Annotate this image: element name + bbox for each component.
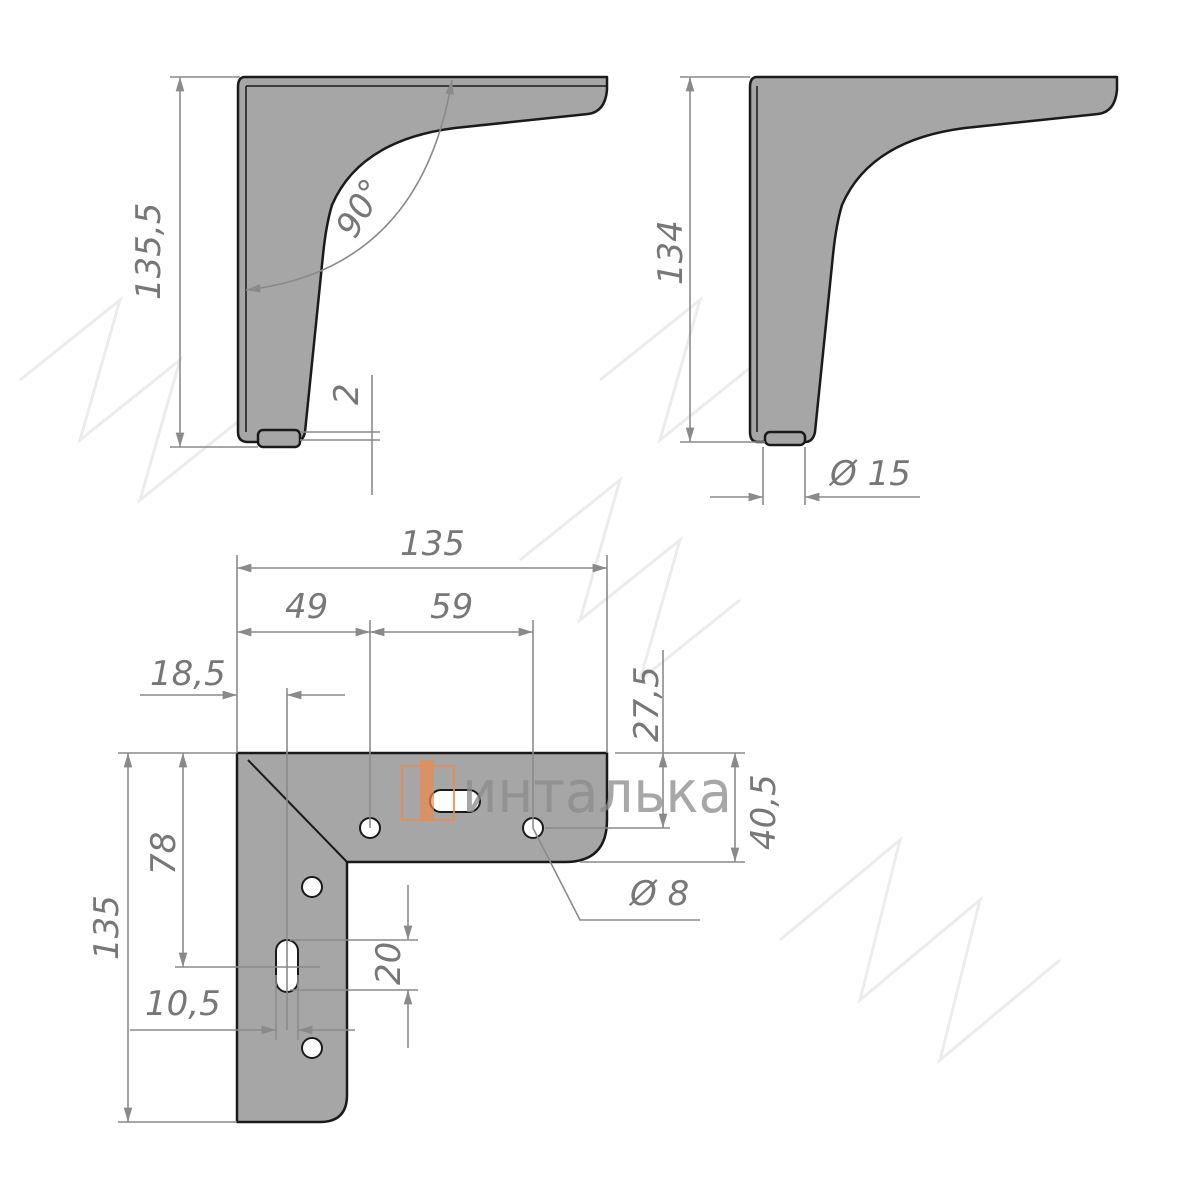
length-label: 135 bbox=[87, 895, 127, 960]
hole-diameter-label: Ø 8 bbox=[628, 874, 689, 914]
slot-length-label: 20 bbox=[369, 942, 409, 985]
mounting-hole bbox=[301, 1037, 323, 1059]
mounting-hole bbox=[301, 876, 323, 898]
foot-height-label: 2 bbox=[327, 383, 367, 405]
side-view: 135,5 90° 2 bbox=[129, 75, 609, 495]
plate-width-label: 40,5 bbox=[744, 774, 784, 850]
height-label: 135,5 bbox=[129, 203, 169, 300]
slot-x-label: 10,5 bbox=[145, 984, 221, 1024]
foot-pad bbox=[763, 430, 807, 447]
foot-diameter-label: Ø 15 bbox=[828, 454, 911, 494]
watermark bbox=[19, 295, 1061, 1065]
front-view: 134 Ø 15 bbox=[651, 75, 1119, 505]
top-view: 135 49 59 18,5 27,5 40,5 135 78 20 bbox=[87, 524, 784, 1124]
width-label: 135 bbox=[400, 524, 465, 564]
brand-logo: инталька bbox=[401, 758, 732, 826]
leg-side-profile bbox=[236, 75, 609, 444]
hole-offset-label: 49 bbox=[285, 587, 328, 627]
foot-pad bbox=[256, 428, 302, 449]
logo-text: инталька bbox=[462, 758, 732, 826]
height-label: 134 bbox=[651, 220, 691, 285]
hole-spacing-label: 59 bbox=[430, 587, 473, 627]
left-hole-offset-label: 18,5 bbox=[150, 654, 226, 694]
leg-front-profile bbox=[748, 75, 1119, 444]
slot-offset-label: 78 bbox=[144, 832, 184, 875]
right-vertical-offset-label: 27,5 bbox=[627, 666, 667, 742]
